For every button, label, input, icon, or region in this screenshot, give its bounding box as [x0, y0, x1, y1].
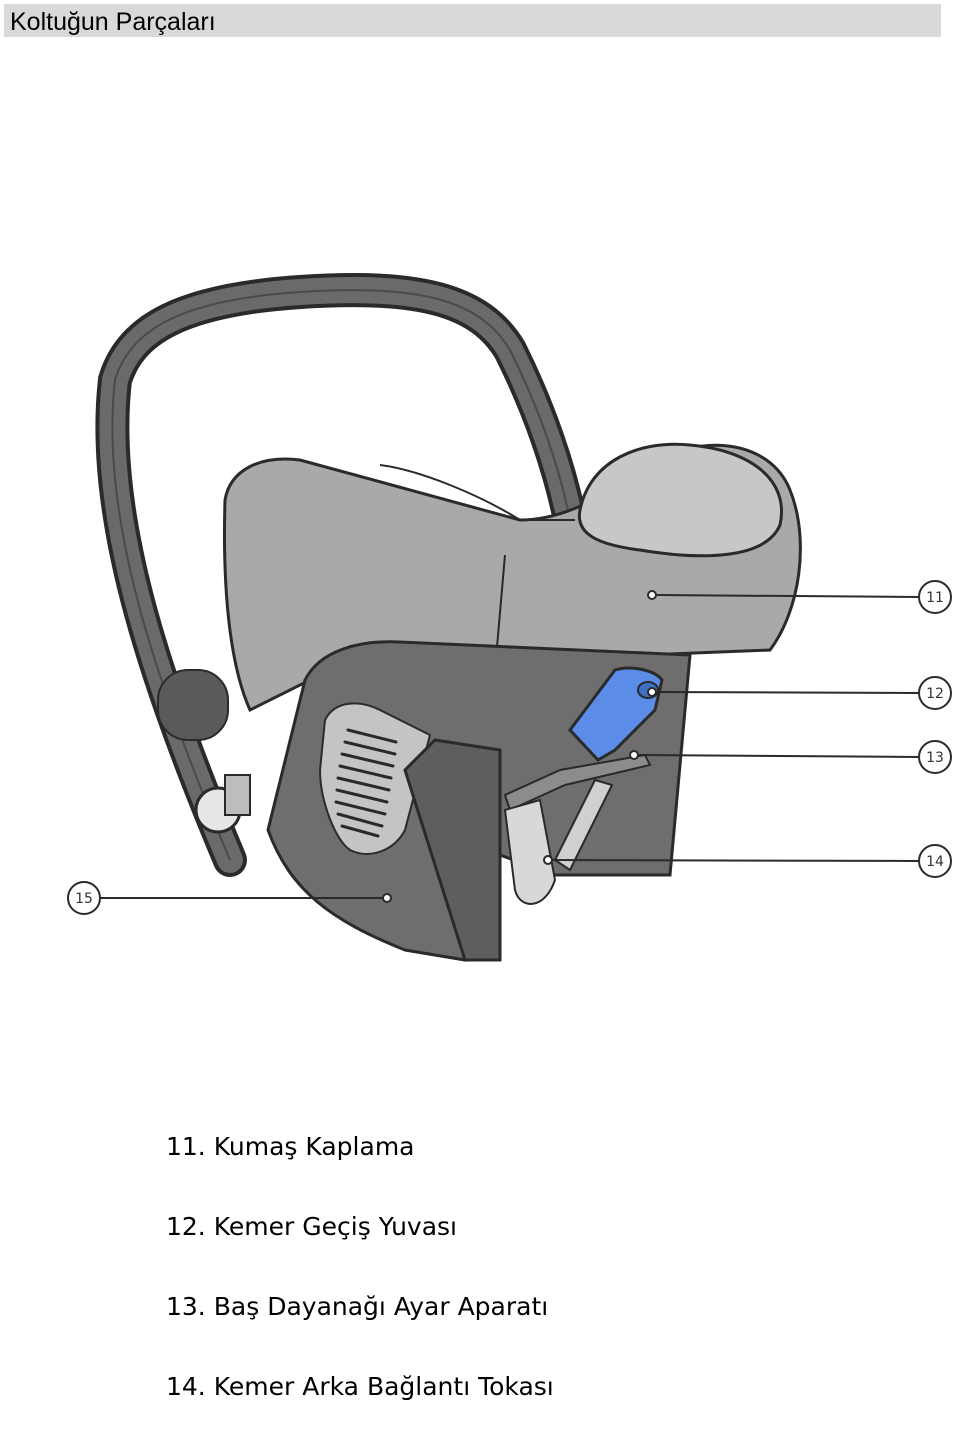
legend-item: 11.Kumaş Kaplama — [166, 1130, 554, 1210]
callout-label-12: 12 — [926, 686, 944, 702]
callout-13: 13 — [918, 740, 952, 774]
callout-14: 14 — [918, 844, 952, 878]
legend-item-label: Kumaş Kaplama — [213, 1132, 415, 1161]
callout-11: 11 — [918, 580, 952, 614]
legend-item: 14.Kemer Arka Bağlantı Tokası — [166, 1370, 554, 1450]
title-bar: Koltuğun Parçaları — [4, 4, 941, 37]
callout-label-15: 15 — [75, 891, 93, 907]
legend-item-label: Kemer Geçiş Yuvası — [213, 1212, 458, 1241]
legend-item-number: 13. — [166, 1292, 206, 1321]
callout-label-13: 13 — [926, 750, 944, 766]
legend-item-label: Baş Dayanağı Ayar Aparatı — [213, 1292, 549, 1321]
parts-legend: 11.Kumaş Kaplama 12.Kemer Geçiş Yuvası 1… — [166, 1130, 554, 1450]
car-seat-drawing: 11 12 13 14 15 — [67, 273, 952, 962]
buckle-strap — [503, 798, 557, 905]
callout-15: 15 — [67, 881, 101, 915]
legend-item-label: Kemer Arka Bağlantı Tokası — [213, 1372, 554, 1401]
callout-label-14: 14 — [926, 854, 944, 870]
vent-slots — [334, 728, 398, 838]
headrest — [577, 442, 783, 558]
legend-item-number: 14. — [166, 1372, 206, 1401]
callout-label-11: 11 — [926, 590, 944, 606]
legend-item-number: 11. — [166, 1132, 206, 1161]
legend-item: 13.Baş Dayanağı Ayar Aparatı — [166, 1290, 554, 1370]
legend-item: 12.Kemer Geçiş Yuvası — [166, 1210, 554, 1290]
car-seat-illustration: 11 12 13 14 15 — [0, 270, 960, 970]
page-title: Koltuğun Parçaları — [10, 8, 216, 36]
legend-item-number: 12. — [166, 1212, 206, 1241]
callout-12: 12 — [918, 676, 952, 710]
handle-pivot-back — [157, 669, 229, 741]
front-base — [403, 738, 502, 962]
